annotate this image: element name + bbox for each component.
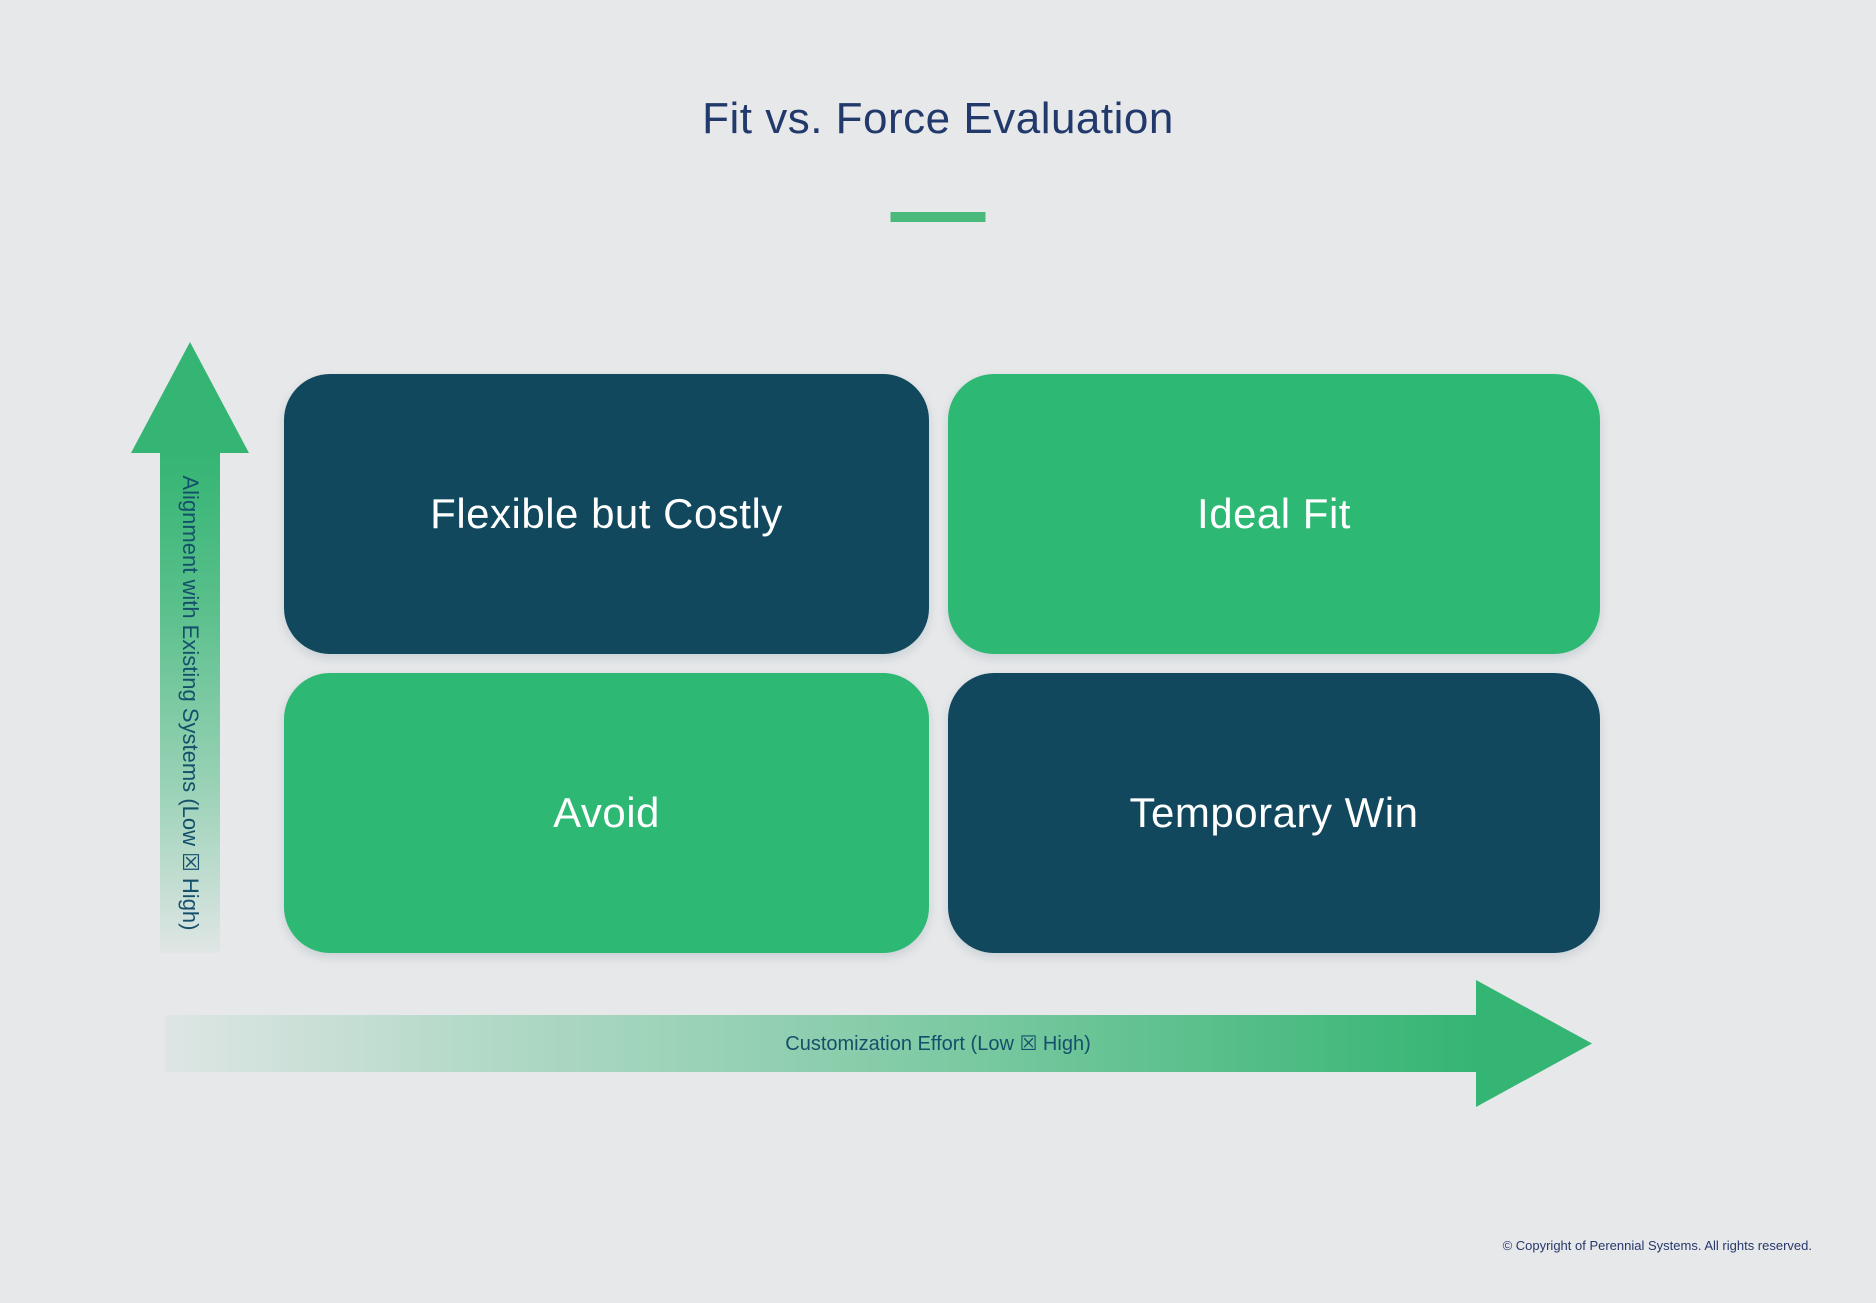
quadrant-avoid: Avoid <box>284 673 929 953</box>
quadrant-label: Ideal Fit <box>1197 490 1351 537</box>
quadrant-label: Temporary Win <box>1129 789 1419 836</box>
quadrant-ideal-fit: Ideal Fit <box>948 374 1600 654</box>
copyright-notice: © Copyright of Perennial Systems. All ri… <box>1502 1238 1812 1253</box>
quadrant-label: Avoid <box>553 789 660 836</box>
page-title: Fit vs. Force Evaluation <box>702 94 1174 143</box>
quadrant-temporary-win: Temporary Win <box>948 673 1600 953</box>
y-axis-arrow: Alignment with Existing Systems (Low ☒ H… <box>160 453 220 953</box>
quadrant-flexible-but-costly: Flexible but Costly <box>284 374 929 654</box>
quadrant-label: Flexible but Costly <box>430 490 783 537</box>
title-underline <box>890 212 986 222</box>
x-axis-arrowhead-icon <box>1476 980 1592 1107</box>
y-axis-arrowhead-icon <box>131 342 249 453</box>
x-axis-arrow <box>165 1015 1476 1072</box>
x-axis-label: Customization Effort (Low ☒ High) <box>785 1033 1091 1055</box>
y-axis-label: Alignment with Existing Systems (Low ☒ H… <box>178 475 203 931</box>
